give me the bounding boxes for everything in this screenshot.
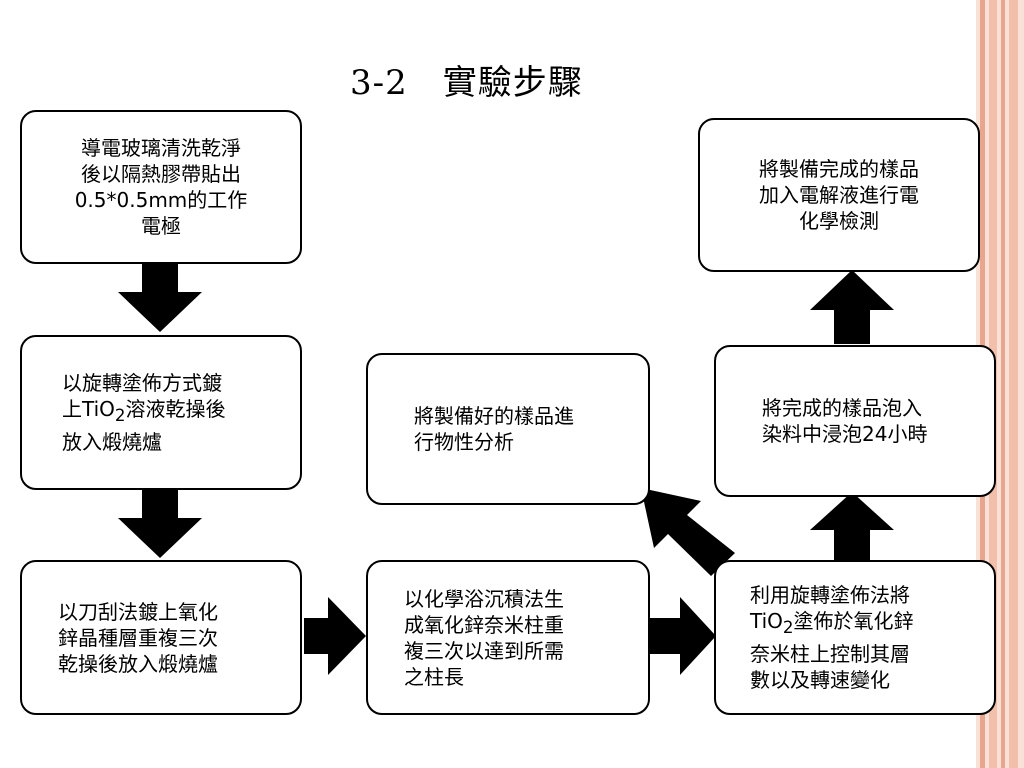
slide-title: 3-2 實驗步驟 bbox=[350, 63, 583, 103]
step-1-line: 後以隔熱膠帶貼出 bbox=[80, 162, 241, 186]
step-5-text: 利用旋轉塗佈法將 TiO2塗佈於氧化鋅 奈米柱上控制其層 數以及轉速變化 bbox=[750, 582, 914, 693]
step-2-line: 放入煅燒爐 bbox=[62, 430, 162, 454]
step-3-line: 以刀刮法鍍上氧化 bbox=[58, 599, 218, 624]
step-2-formula: 上TiO bbox=[62, 397, 115, 421]
arrow-up-2 bbox=[810, 270, 894, 344]
step-2-line: 以旋轉塗佈方式鍍 bbox=[62, 371, 222, 395]
step-2-text: 以旋轉塗佈方式鍍 上TiO2溶液乾操後 放入煅燒爐 bbox=[62, 370, 226, 455]
step-4-text: 以化學浴沉積法生 成氧化鋅奈米柱重 複三次以達到所需 之柱長 bbox=[404, 586, 564, 690]
step-1-line: 0.5*0.5mm的工作 bbox=[74, 188, 248, 212]
step-5-line: 利用旋轉塗佈法將 bbox=[750, 583, 910, 607]
step-6-line: 染料中浸泡24小時 bbox=[762, 422, 928, 446]
step-3-text: 以刀刮法鍍上氧化 鋅晶種層重複三次 乾操後放入煅燒爐 bbox=[58, 599, 218, 677]
step-5-subscript: 2 bbox=[782, 618, 794, 637]
step-box-2: 以旋轉塗佈方式鍍 上TiO2溶液乾操後 放入煅燒爐 bbox=[20, 335, 302, 490]
step-2-line: 上TiO2溶液乾操後 bbox=[62, 397, 226, 425]
step-box-4: 以化學浴沉積法生 成氧化鋅奈米柱重 複三次以達到所需 之柱長 bbox=[366, 560, 650, 715]
step-6-line: 將完成的樣品泡入 bbox=[762, 396, 922, 420]
arrow-down-1 bbox=[118, 264, 202, 332]
step-6-text: 將完成的樣品泡入 染料中浸泡24小時 bbox=[762, 395, 927, 447]
arrow-diagonal-1 bbox=[641, 488, 735, 576]
step-7-line: 化學檢測 bbox=[799, 209, 879, 233]
step-box-5: 利用旋轉塗佈法將 TiO2塗佈於氧化鋅 奈米柱上控制其層 數以及轉速變化 bbox=[714, 560, 996, 715]
arrow-right-2 bbox=[650, 597, 716, 675]
step-5-line: 數以及轉速變化 bbox=[750, 668, 890, 692]
step-5-line: TiO2塗佈於氧化鋅 bbox=[750, 609, 914, 637]
arrow-down-2 bbox=[118, 490, 202, 558]
step-2-line-rest: 溶液乾操後 bbox=[125, 397, 226, 421]
analysis-line: 將製備好的樣品進 bbox=[414, 404, 574, 428]
step-box-6: 將完成的樣品泡入 染料中浸泡24小時 bbox=[714, 345, 996, 497]
step-2-subscript: 2 bbox=[114, 406, 126, 425]
step-5-formula: TiO bbox=[750, 609, 783, 633]
step-5-line: 奈米柱上控制其層 bbox=[750, 642, 910, 666]
step-7-line: 加入電解液進行電 bbox=[759, 183, 919, 207]
arrow-right-1 bbox=[304, 597, 366, 675]
step-1-text: 導電玻璃清洗乾淨 後以隔熱膠帶貼出 0.5*0.5mm的工作 電極 bbox=[75, 135, 248, 239]
step-4-line: 之柱長 bbox=[404, 664, 464, 689]
step-box-1: 導電玻璃清洗乾淨 後以隔熱膠帶貼出 0.5*0.5mm的工作 電極 bbox=[20, 110, 302, 264]
step-5-line-rest: 塗佈於氧化鋅 bbox=[793, 609, 914, 633]
step-3-line: 鋅晶種層重複三次 bbox=[58, 625, 218, 650]
arrow-up-1 bbox=[810, 492, 894, 560]
step-3-line: 乾操後放入煅燒爐 bbox=[58, 651, 218, 676]
step-box-analysis: 將製備好的樣品進 行物性分析 bbox=[366, 353, 650, 505]
analysis-line: 行物性分析 bbox=[414, 430, 514, 454]
step-7-text: 將製備完成的樣品 加入電解液進行電 化學檢測 bbox=[759, 156, 919, 234]
step-7-line: 將製備完成的樣品 bbox=[759, 157, 919, 181]
step-1-line: 導電玻璃清洗乾淨 bbox=[80, 136, 241, 160]
step-4-line: 以化學浴沉積法生 bbox=[404, 586, 564, 611]
step-box-3: 以刀刮法鍍上氧化 鋅晶種層重複三次 乾操後放入煅燒爐 bbox=[20, 560, 302, 715]
step-4-line: 成氧化鋅奈米柱重 bbox=[404, 612, 564, 637]
analysis-text: 將製備好的樣品進 行物性分析 bbox=[414, 403, 574, 455]
step-1-line: 電極 bbox=[140, 214, 181, 238]
step-4-line: 複三次以達到所需 bbox=[404, 638, 564, 663]
step-box-7: 將製備完成的樣品 加入電解液進行電 化學檢測 bbox=[698, 118, 980, 272]
